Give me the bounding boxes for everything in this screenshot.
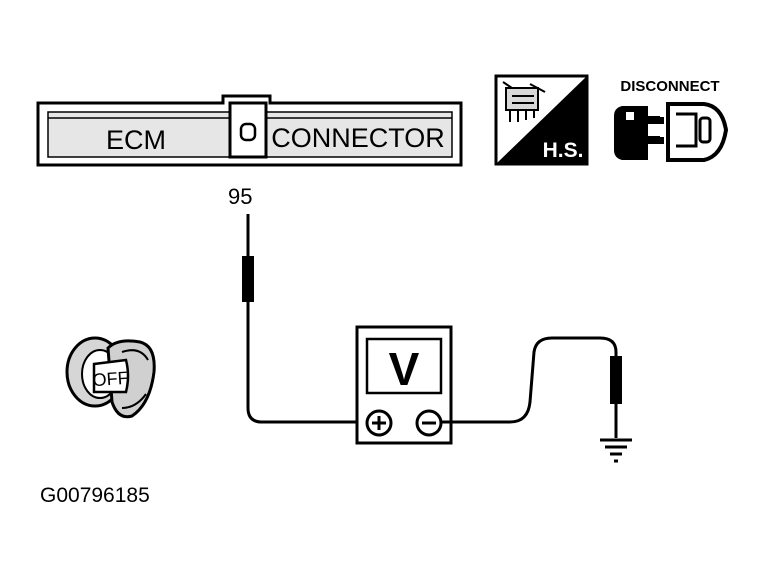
negative-probe-wire [441, 336, 622, 438]
figure-id-label: G00796185 [40, 484, 150, 507]
pin-number-label: 95 [228, 184, 253, 209]
voltmeter-icon: V [355, 325, 453, 445]
positive-probe-wire [242, 214, 366, 424]
ignition-key-icon: OFF [65, 336, 156, 419]
hs-icon-label: H.S. [543, 139, 584, 162]
harness-connector-icon: H.S. [494, 74, 589, 166]
ground-icon [600, 438, 632, 463]
connector-right-label: CONNECTOR [271, 123, 445, 153]
connector-key-icon [239, 122, 257, 142]
probe-negative-icon [610, 356, 622, 404]
connector-left-label: ECM [106, 125, 166, 155]
ecm-connector: ECM CONNECTOR [36, 94, 463, 167]
ignition-state-label: OFF [92, 368, 129, 390]
disconnect-icon-label: DISCONNECT [620, 78, 719, 95]
disconnect-connector-icon: DISCONNECT [614, 78, 729, 162]
voltmeter-display: V [389, 343, 420, 395]
probe-positive-icon [242, 256, 254, 302]
